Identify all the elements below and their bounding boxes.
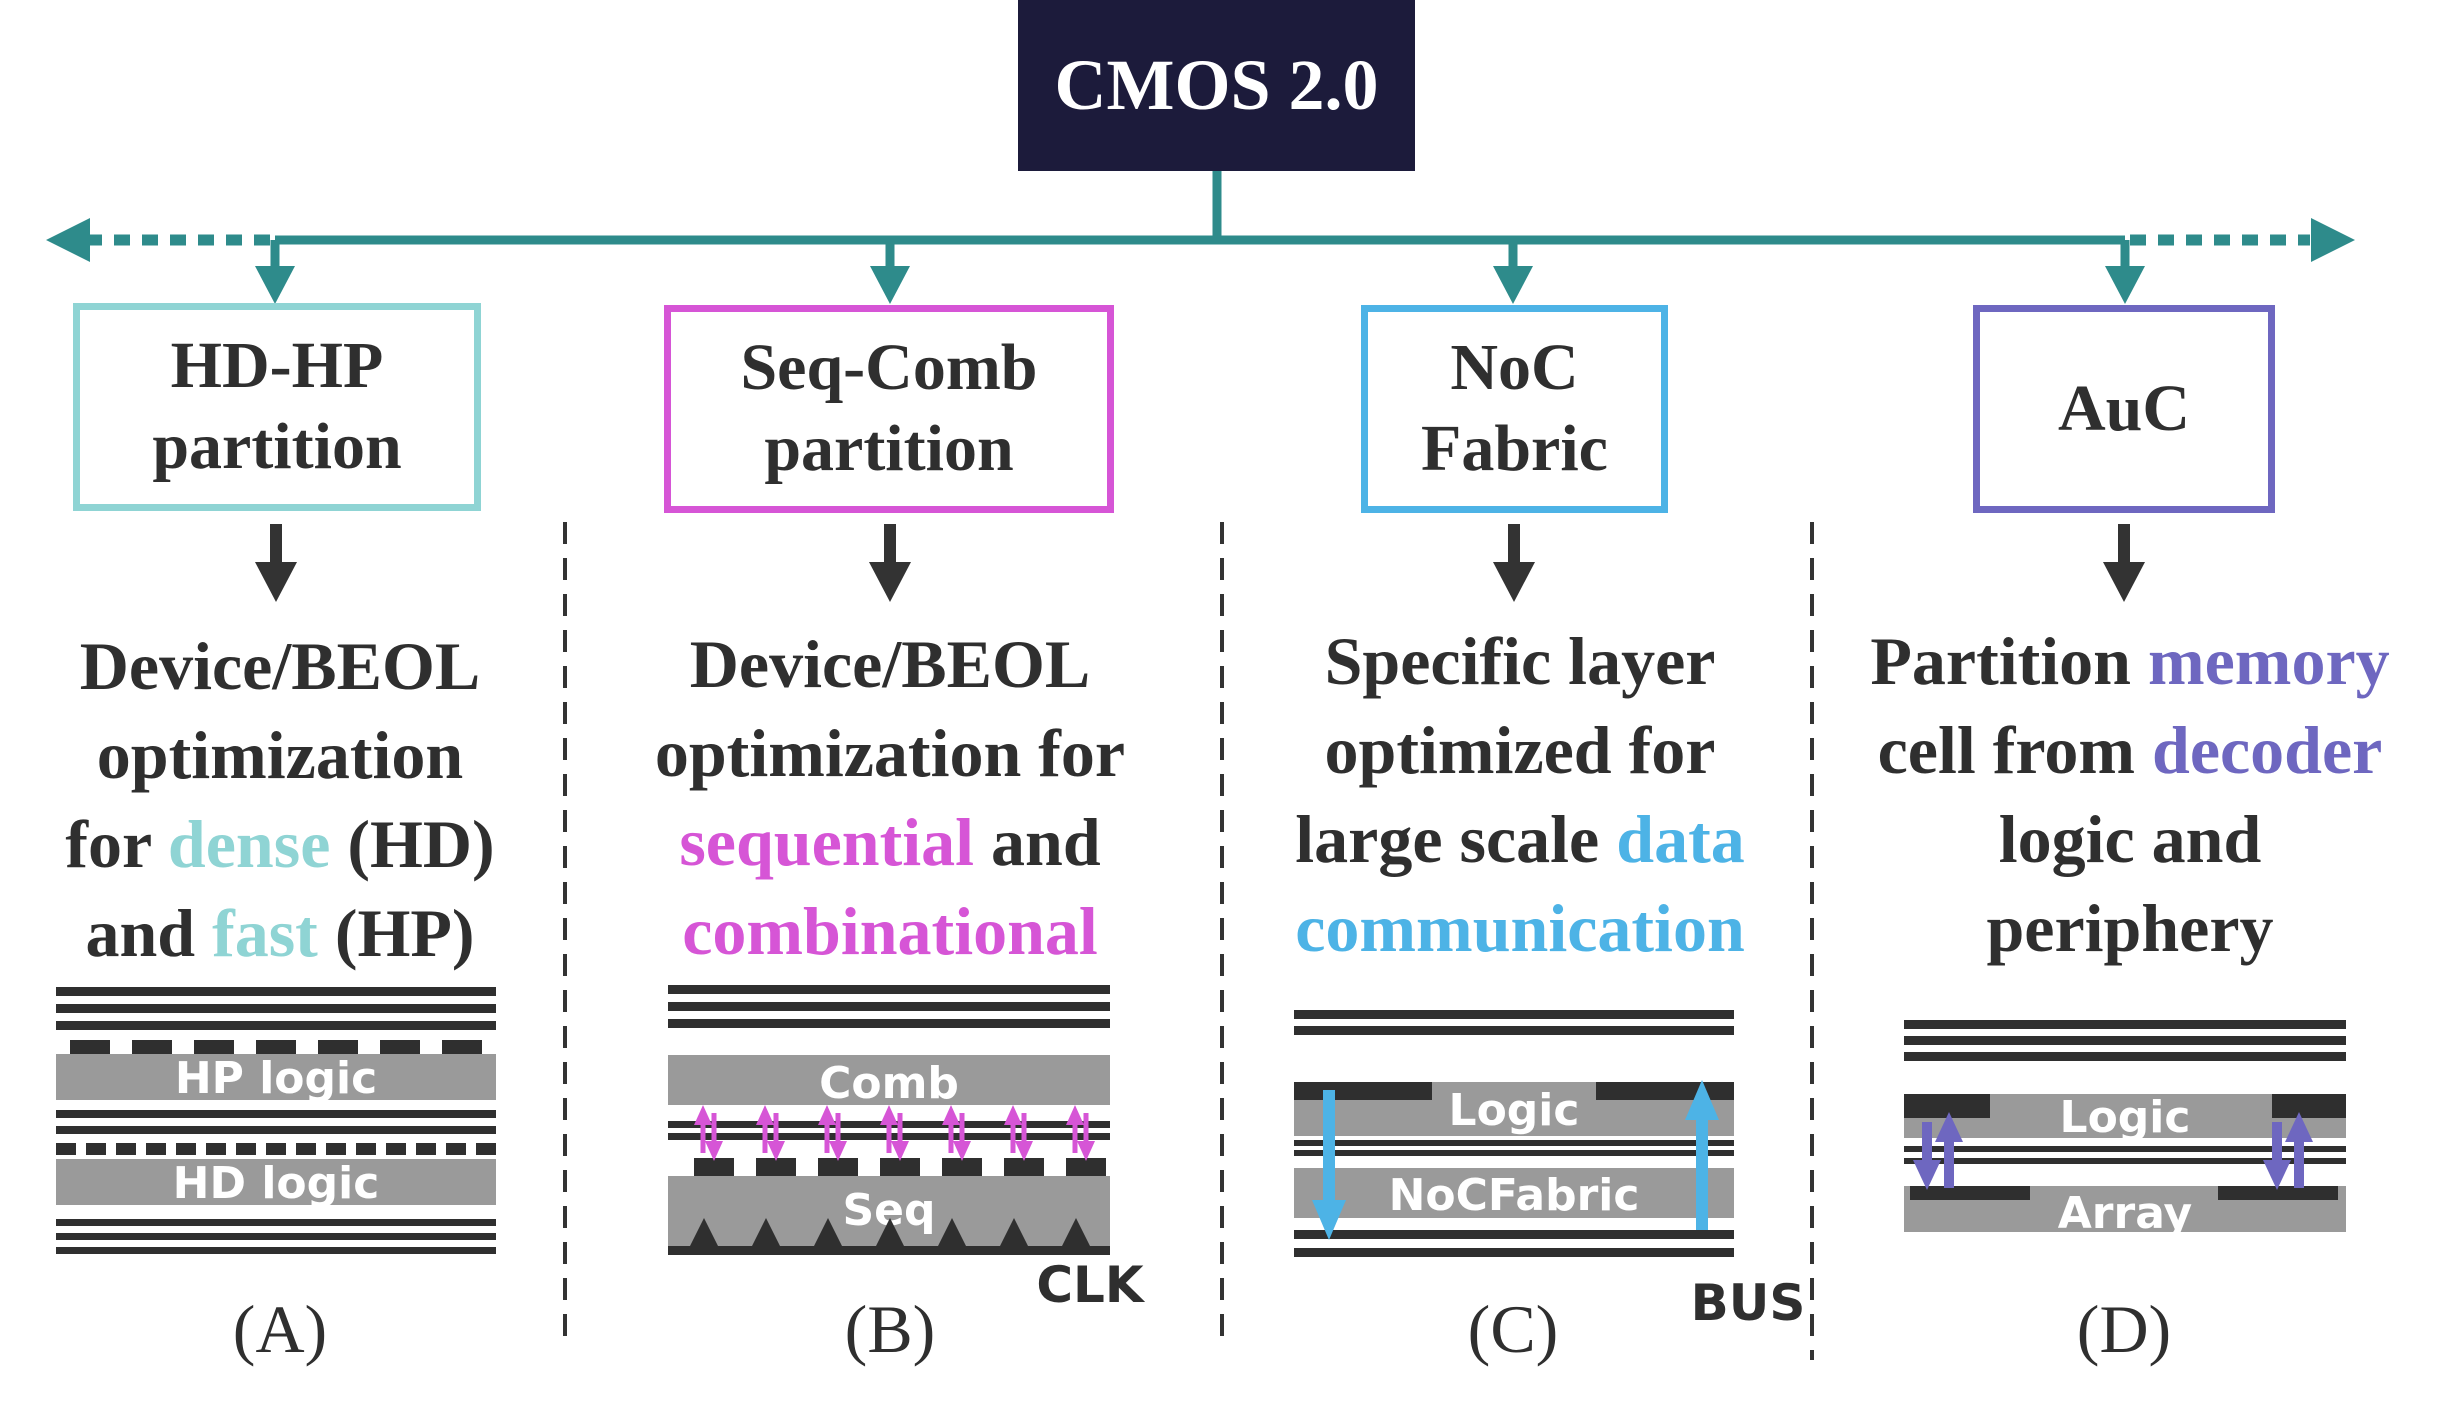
description-text: optimization [96, 717, 464, 793]
description-line: Device/BEOL [630, 620, 1150, 709]
layer-label-array: Array [2058, 1188, 2192, 1239]
highlight-text: sequential [679, 804, 975, 880]
arrowhead-right [2311, 218, 2355, 262]
description-text: logic and [1998, 801, 2262, 877]
description-text: for [65, 806, 168, 882]
caption-c: (C) [1467, 1291, 1559, 1367]
down-arrow-a [255, 524, 297, 602]
description-text: Device/BEOL [689, 626, 1091, 702]
description-line: for dense (HD) [20, 800, 540, 889]
description-line: optimized for [1260, 706, 1780, 795]
stack-diagram-a: HP logic HD logic [56, 987, 496, 1254]
box-a-line-1: HD-HP [170, 329, 384, 403]
bus-arrow-up [1685, 1080, 1719, 1230]
description-line: combinational [630, 887, 1150, 976]
drop-arrow-a [255, 240, 295, 304]
description-text: and [85, 895, 213, 971]
description-text: optimization for [654, 715, 1126, 791]
drop-arrow-b [870, 240, 910, 304]
box-c-line-1: NoC [1450, 331, 1579, 405]
root-box: CMOS 2.0 [1018, 0, 1415, 171]
drop-arrow-d [2105, 240, 2145, 304]
description-text: (HP) [317, 895, 475, 971]
layer-label-hp-logic: HP logic [175, 1053, 377, 1104]
highlight-text: combinational [682, 893, 1098, 969]
description-line: cell from decoder [1820, 706, 2438, 795]
memory-arrows-left [1913, 1112, 1963, 1190]
stack-diagram-b: Comb Seq CLK [668, 985, 1146, 1314]
highlight-text: dense [167, 806, 331, 882]
down-arrow-b [869, 524, 911, 602]
clk-arrows [694, 1105, 1095, 1161]
description-text: Partition [1870, 623, 2148, 699]
highlight-text: fast [212, 895, 318, 971]
highlight-text: communication [1295, 890, 1745, 966]
description-line: periphery [1820, 884, 2438, 973]
description-text: Device/BEOL [79, 628, 481, 704]
layer-label-logic-c: Logic [1449, 1085, 1580, 1136]
highlight-text: decoder [2152, 712, 2383, 788]
bus-label: BUS [1691, 1274, 1806, 1332]
arrowhead-left [46, 218, 90, 262]
description-line: Device/BEOL [20, 622, 540, 711]
description-text: periphery [1986, 890, 2274, 966]
root-label: CMOS 2.0 [1054, 45, 1379, 125]
description-text: optimized for [1324, 712, 1716, 788]
drop-arrow-c [1493, 240, 1533, 304]
layer-label-nocfabric: NoCFabric [1389, 1170, 1640, 1221]
description-line: sequential and [630, 798, 1150, 887]
layer-label-logic-d: Logic [2060, 1092, 2191, 1143]
description-line: communication [1260, 884, 1780, 973]
stack-diagram-c: Logic NoCFabric BUS [1294, 1010, 1806, 1332]
box-b-line-1: Seq-Comb [740, 331, 1038, 405]
caption-d: (D) [2076, 1291, 2172, 1367]
description-line: optimization [20, 711, 540, 800]
stack-diagram-d: Logic Array [1904, 1020, 2346, 1239]
description-line: Specific layer [1260, 617, 1780, 706]
clk-label: CLK [1036, 1256, 1146, 1314]
caption-a: (A) [232, 1291, 328, 1367]
description-line: large scale data [1260, 795, 1780, 884]
memory-arrows-right [2263, 1112, 2313, 1190]
description-text: (HD) [330, 806, 495, 882]
highlight-text: memory [2147, 623, 2390, 699]
description-line: Partition memory [1820, 617, 2438, 706]
description-line: and fast (HP) [20, 889, 540, 978]
layer-label-hd-logic: HD logic [173, 1158, 380, 1209]
partition-box-b: Seq-Comb partition [664, 305, 1114, 513]
description-line: optimization for [630, 709, 1150, 798]
description-line: logic and [1820, 795, 2438, 884]
partition-box-c: NoC Fabric [1361, 305, 1668, 513]
highlight-text: data [1616, 801, 1745, 877]
partition-box-a: HD-HP partition [73, 303, 481, 511]
caption-b: (B) [844, 1291, 936, 1367]
box-a-line-2: partition [152, 410, 402, 483]
box-c-line-2: Fabric [1421, 412, 1608, 485]
description-text: and [974, 804, 1101, 880]
down-arrow-d [2103, 524, 2145, 602]
bus-arrow-down [1312, 1090, 1346, 1240]
description-text: large scale [1295, 801, 1617, 877]
description-text: cell from [1877, 712, 2152, 788]
description-text: Specific layer [1324, 623, 1716, 699]
layer-label-comb: Comb [819, 1058, 959, 1109]
box-b-line-2: partition [764, 412, 1014, 485]
partition-box-d: AuC [1973, 305, 2275, 513]
down-arrow-c [1493, 524, 1535, 602]
box-d-line-1: AuC [2057, 371, 2191, 445]
